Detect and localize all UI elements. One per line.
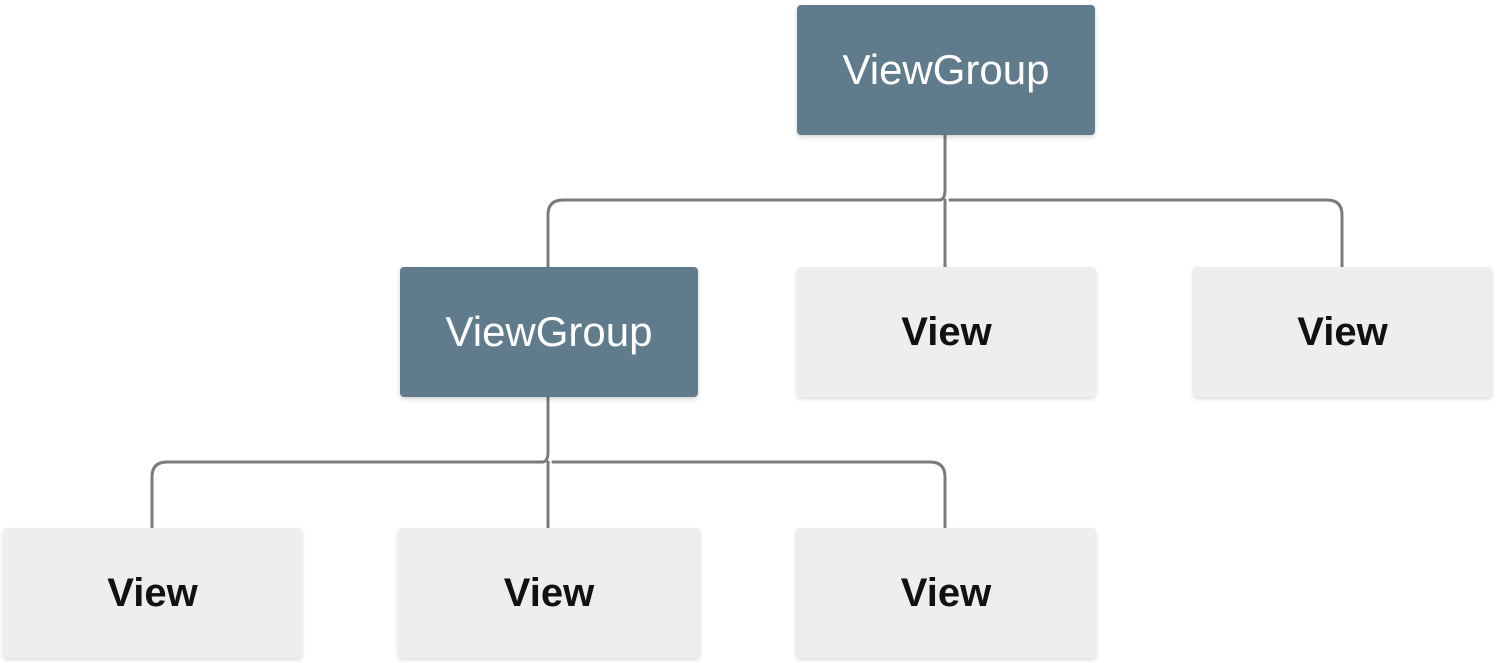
viewgroup-connector-left <box>150 395 550 530</box>
child-view-node-middle: View <box>797 267 1096 397</box>
root-viewgroup-node: ViewGroup <box>797 5 1095 135</box>
root-connector-stem <box>546 133 947 269</box>
grandchild-view-node-middle: View <box>398 528 700 658</box>
child-viewgroup-node: ViewGroup <box>400 267 698 397</box>
child-view-node-right: View <box>1193 267 1492 397</box>
grandchild-view-node-left: View <box>3 528 302 658</box>
root-connector-right <box>948 198 1344 269</box>
grandchild-view-node-right: View <box>796 528 1096 658</box>
viewgroup-connector-right <box>551 460 947 530</box>
